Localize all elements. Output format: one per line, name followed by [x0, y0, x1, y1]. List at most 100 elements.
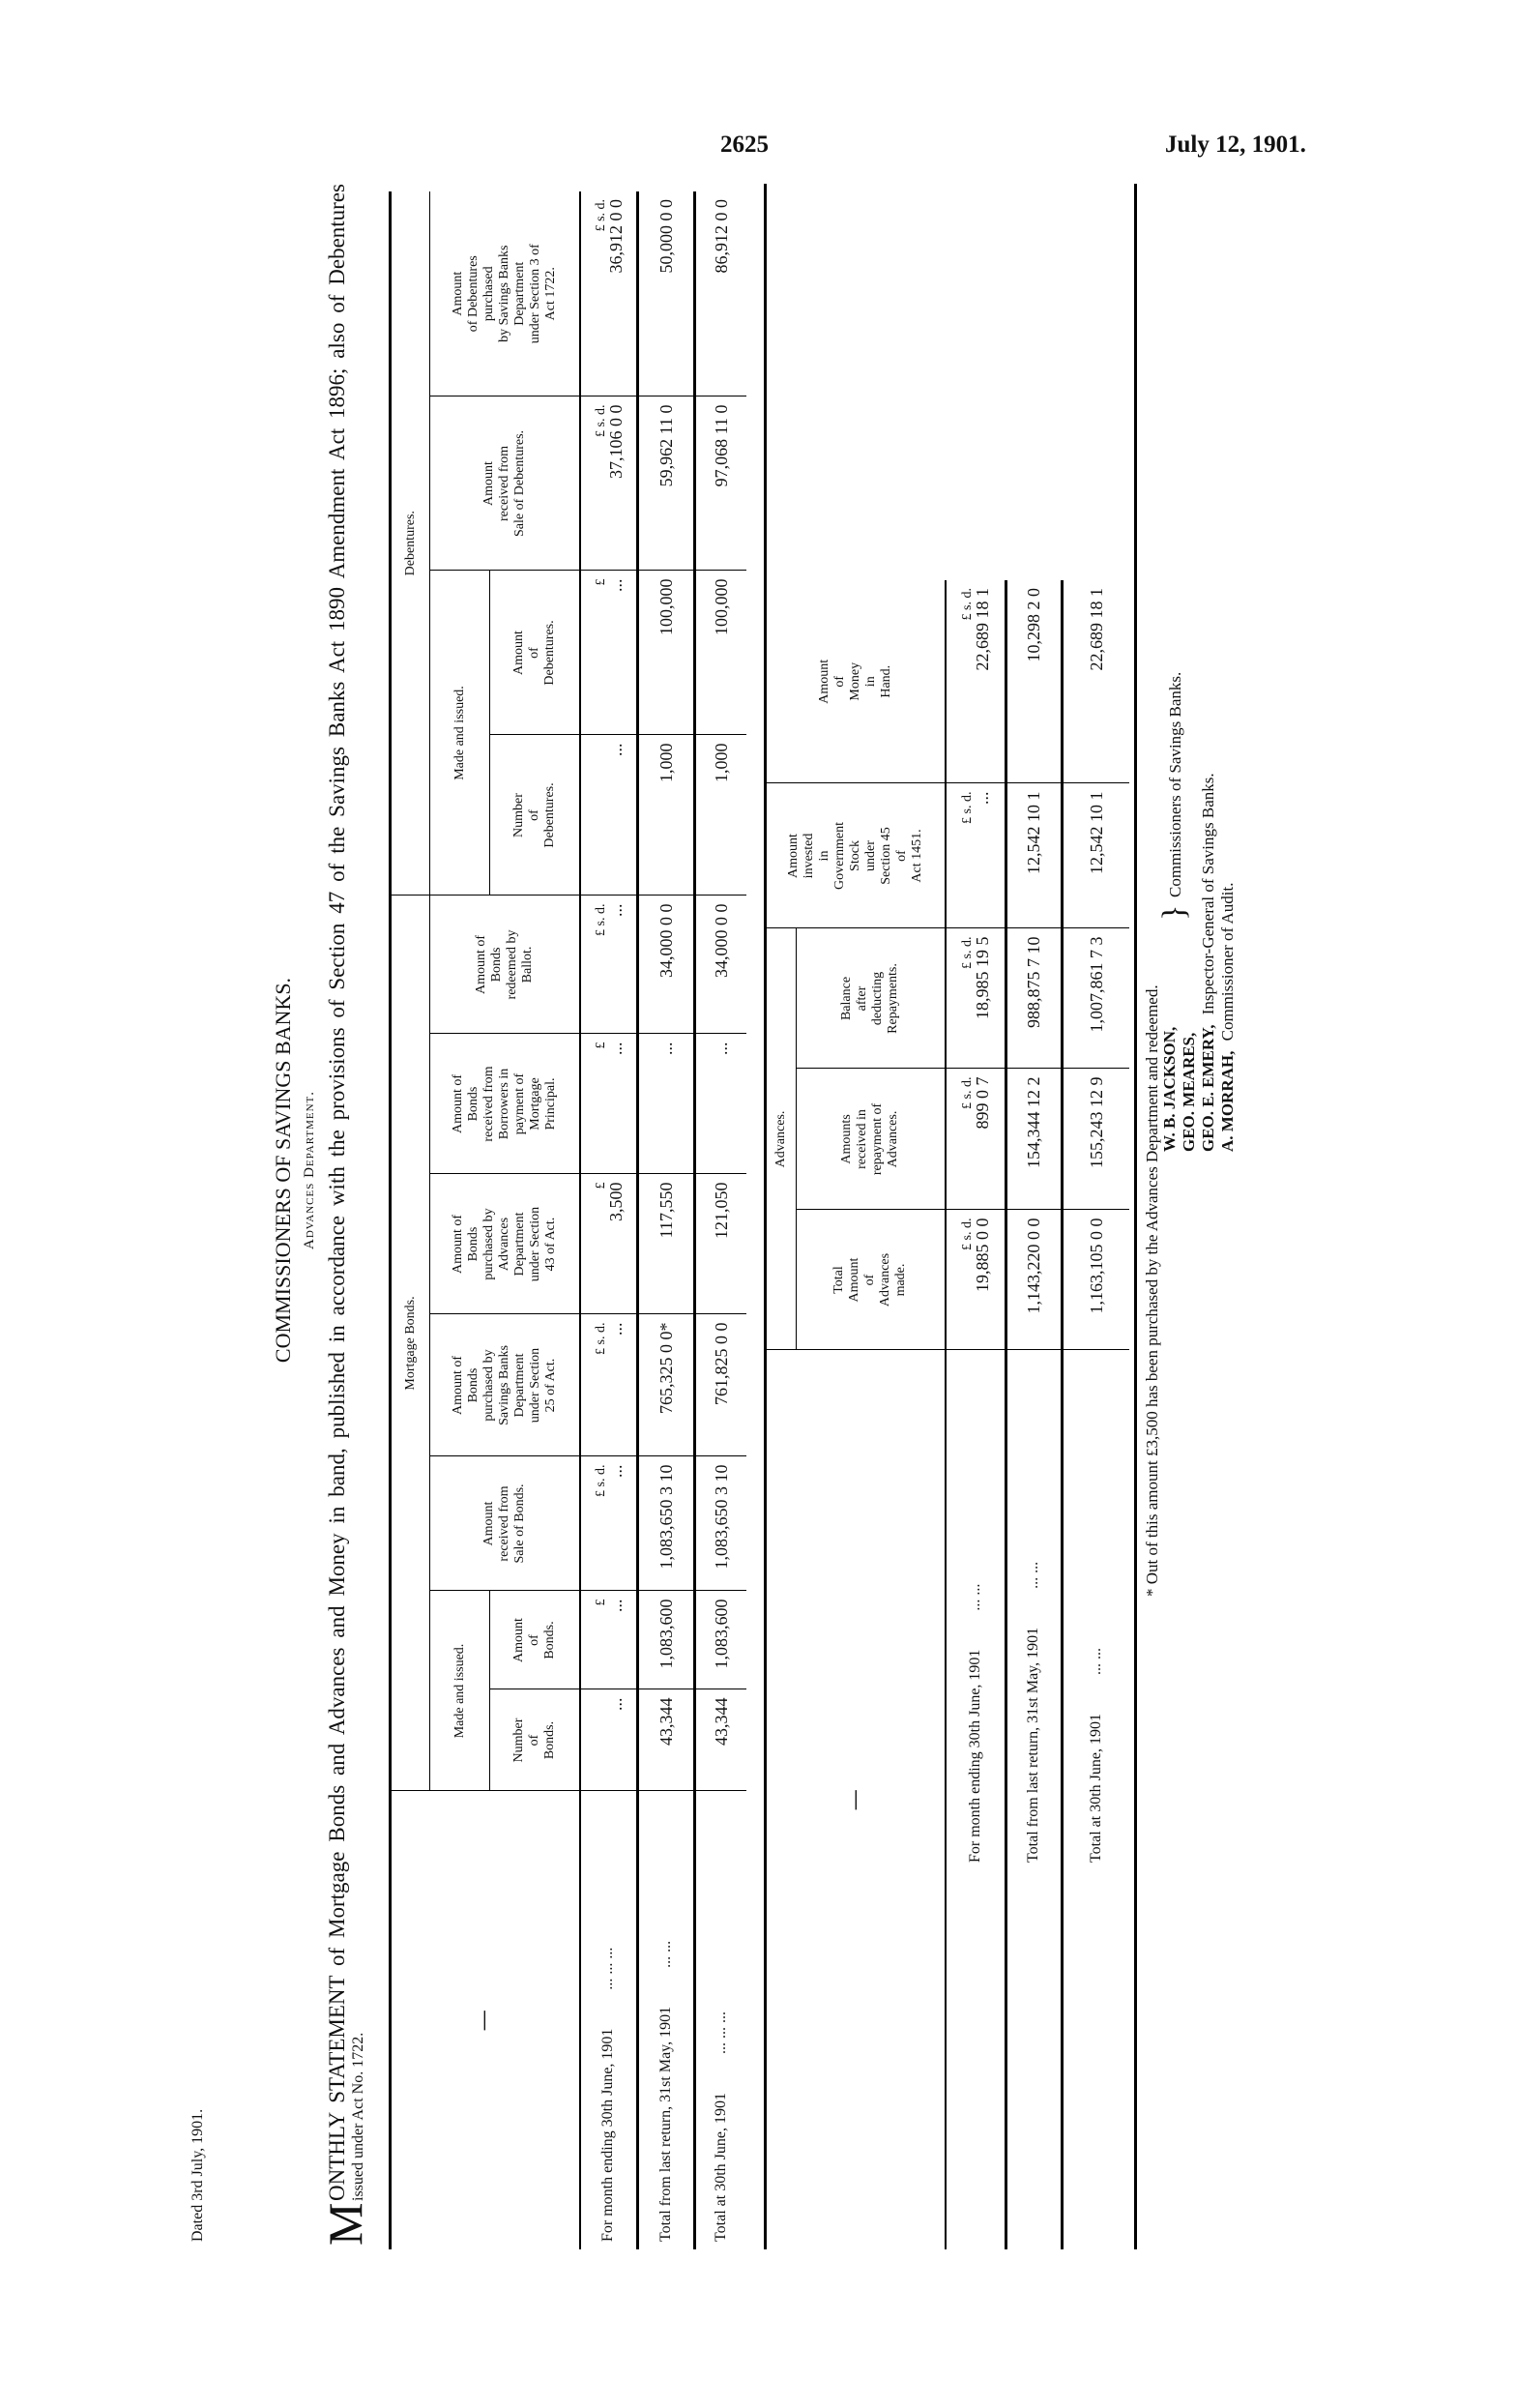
group-advances: Advances. [767, 927, 796, 1350]
cell-value: 1,083,650 3 10 [656, 1464, 676, 1570]
row-label-dots: ... ... [1025, 1561, 1041, 1589]
cell-value: 154,344 12 2 [1024, 1076, 1043, 1169]
row-label-text: For month ending 30th June, 1901 [966, 1649, 983, 1863]
cell-value: 43,344 [711, 1697, 731, 1747]
cell-value: 1,000 [711, 743, 731, 782]
row-label: Total from last return, 31st May, 1901..… [1006, 1350, 1062, 2249]
row-label: For month ending 30th June, 1901... ... … [579, 1791, 638, 2249]
brace-icon: } [1156, 904, 1192, 921]
table-cell: 1,000 [637, 734, 695, 896]
table-cell: 34,000 0 0 [694, 895, 746, 1034]
table-cell: 12,542 10 1 [1062, 782, 1129, 928]
cell-value: 1,083,600 [656, 1599, 676, 1669]
cell-value: ... [605, 1464, 626, 1479]
column-header: Amount of Debentures purchased by Saving… [429, 191, 580, 396]
cell-value: 36,912 0 0 [605, 198, 626, 274]
cell-value: 1,007,861 7 3 [1086, 936, 1106, 1033]
table-row: For month ending 30th June, 1901... ... … [579, 191, 638, 2249]
column-header: Number of Bonds. [489, 1689, 580, 1791]
row-label-dots: ... ... [966, 1583, 983, 1611]
cell-value: 988,875 7 10 [1024, 936, 1043, 1028]
cell-value: ... [605, 578, 626, 592]
table-cell: 1,007,861 7 3 [1062, 927, 1129, 1069]
table-cell: 34,000 0 0 [637, 895, 695, 1034]
row-label-text: Total at 30th June, 1901 [1087, 1714, 1104, 1863]
table-cell: ... [637, 1034, 695, 1174]
cell-value: 22,689 18 1 [1086, 587, 1106, 671]
column-header: Number of Debentures. [489, 734, 580, 896]
cell-value: 86,912 0 0 [711, 198, 731, 274]
page-number: 2625 [720, 132, 769, 158]
column-header: Amount of Debentures. [489, 570, 580, 735]
table-cell: 43,344 [637, 1689, 695, 1791]
cell-value: 3,500 [605, 1182, 626, 1222]
column-header: Amount received from Sale of Debentures. [429, 396, 580, 571]
unit-label: £ [593, 578, 608, 586]
signature-line: GEO. E. EMERY, Inspector-General of Savi… [1199, 773, 1218, 1152]
table-cell: ... [579, 734, 638, 896]
row-label: Total from last return, 31st May, 1901..… [637, 1791, 695, 2249]
table-row: Total at 30th June, 1901... ... ... 43,34… [694, 191, 746, 2249]
table-cell: 117,550 [637, 1174, 695, 1314]
cell-value: 1,083,650 3 10 [711, 1464, 731, 1570]
table-cell: 1,083,600 [694, 1591, 746, 1689]
group-debentures: Debentures. [390, 191, 430, 896]
table-cell: 1,000 [694, 734, 746, 896]
dated-line: Dated 3rd July, 1901. [190, 2108, 206, 2242]
table-cell: 50,000 0 0 [637, 191, 695, 396]
cell-value: 43,344 [656, 1697, 676, 1747]
cell-value: 121,050 [711, 1182, 731, 1240]
table-row: Total at 30th June, 1901... ...1,163,105… [1062, 579, 1129, 2249]
cell-value: 19,885 0 0 [973, 1218, 993, 1293]
column-header: Amount of Bonds purchased by Advances De… [429, 1174, 580, 1314]
table-cell: 100,000 [637, 570, 695, 735]
signatory-name: GEO. E. EMERY, [1199, 1024, 1217, 1153]
table-cell: £... [579, 570, 638, 735]
cell-value: 155,243 12 9 [1086, 1076, 1106, 1169]
row-label: Total at 30th June, 1901... ... ... [694, 1791, 746, 2249]
cell-value: 34,000 0 0 [656, 903, 676, 978]
table-cell: 1,083,650 3 10 [694, 1456, 746, 1591]
statement-title: ONTHLY STATEMENT of Mortgage Bonds and A… [325, 184, 349, 2201]
table-cell: 154,344 12 2 [1006, 1069, 1062, 1210]
table-cell: £3,500 [579, 1174, 638, 1314]
row-label-text: For month ending 30th June, 1901 [599, 2028, 617, 2242]
row-label: For month ending 30th June, 1901 ... ... [946, 1350, 1006, 2249]
issue-date: July 12, 1901. [1165, 132, 1306, 158]
label-header: — [767, 1350, 946, 2249]
table-cell: 1,143,220 0 0 [1006, 1210, 1062, 1350]
table-cell: 86,912 0 0 [694, 191, 746, 396]
cell-value: 761,825 0 0 [711, 1322, 731, 1406]
table-cell: £ s. d.22,689 18 1 [946, 579, 1006, 783]
unit-label [594, 1698, 608, 1787]
cell-value: 765,325 0 0* [656, 1322, 676, 1415]
heading-commissioners: COMMISSIONERS OF SAVINGS BANKS. [271, 977, 295, 1364]
row-label-text: Total at 30th June, 1901 [712, 2093, 729, 2242]
made-issued-bonds-header: Made and issued. [429, 1591, 490, 1791]
signatory-name: GEO. MEARES, [1180, 1032, 1198, 1152]
heading-department: Advances Department. [302, 1090, 317, 1250]
cell-value: 97,068 11 0 [711, 404, 731, 487]
cell-value: 899 0 7 [973, 1076, 993, 1130]
unit-label: £ s. d. [593, 1322, 608, 1355]
column-header: Amount invested in Government Stock unde… [767, 782, 946, 928]
table-cell: £ s. d.19,885 0 0 [946, 1210, 1006, 1350]
cell-value: ... [605, 1599, 626, 1613]
unit-label: £ s. d. [593, 1464, 608, 1497]
signature-line: A. MORRAH, Commissioner of Audit. [1218, 773, 1238, 1152]
footnote: * Out of this amount £3,500 has been pur… [1143, 984, 1161, 1597]
unit-label [594, 743, 608, 891]
row-label-text: Total from last return, 31st May, 1901 [1025, 1627, 1041, 1863]
group-mortgage-bonds: Mortgage Bonds. [390, 895, 430, 1791]
column-header: Amount received from Sale of Bonds. [429, 1456, 580, 1591]
table-cell: 43,344 [694, 1689, 746, 1791]
table-row: For month ending 30th June, 1901 ... ... £… [946, 579, 1006, 2249]
cell-value: 12,542 10 1 [1086, 791, 1106, 874]
cell-value: 100,000 [656, 578, 676, 635]
statement-subtitle: issued under Act No. 1722. [350, 2032, 366, 2201]
cell-value: 1,163,105 0 0 [1086, 1218, 1106, 1314]
column-header: Amount of Bonds received from Borrowers … [429, 1034, 580, 1174]
unit-label: £ s. d. [593, 903, 608, 936]
cell-value: 22,689 18 1 [973, 587, 993, 671]
